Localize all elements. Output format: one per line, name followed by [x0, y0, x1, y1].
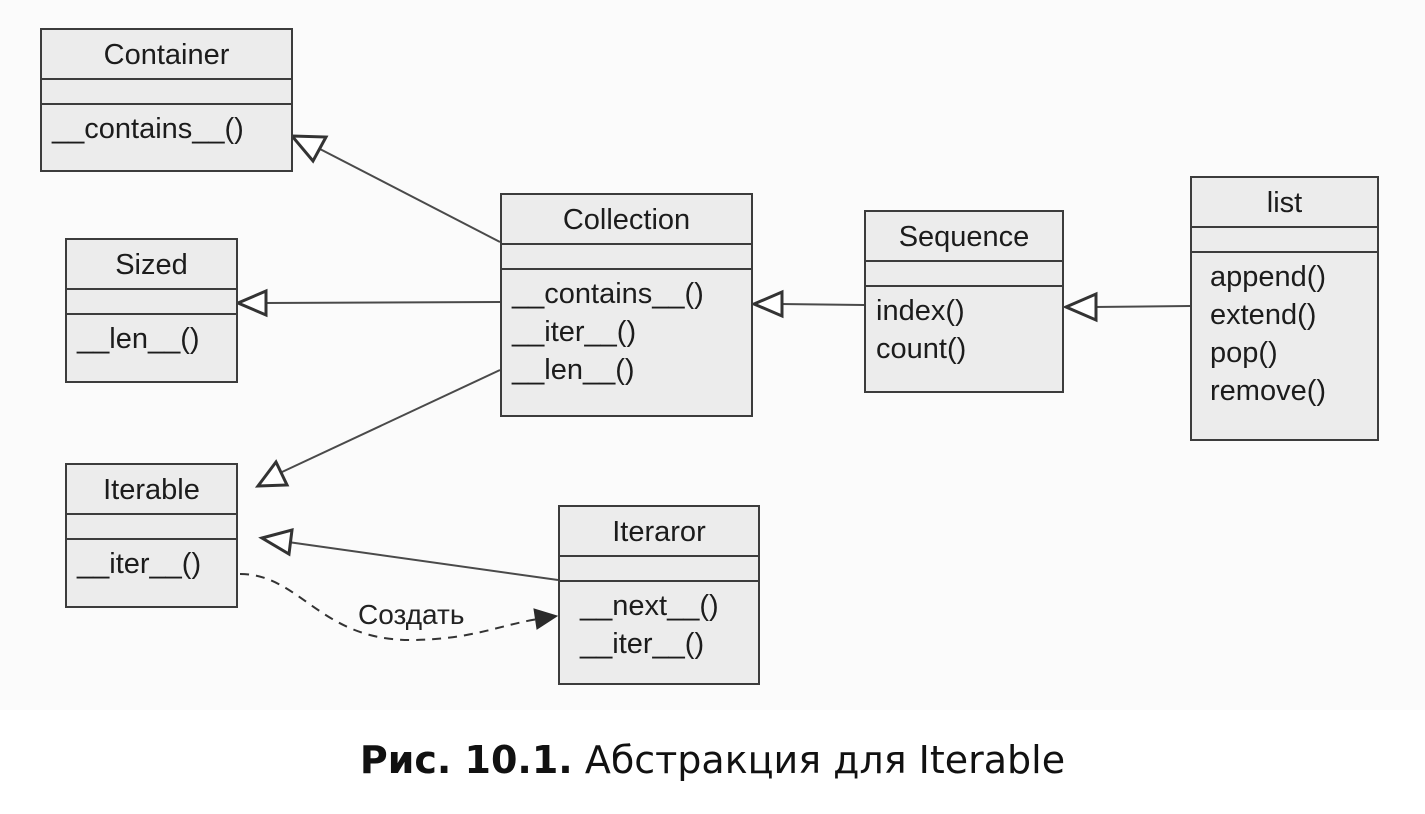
class-iterable: Iterable __iter__() [65, 463, 238, 608]
class-operation: __len__() [512, 354, 635, 386]
inheritance-arrowhead [1062, 291, 1098, 323]
inheritance-arrowhead [288, 134, 329, 164]
class-operation: __iter__() [512, 316, 637, 348]
class-attributes-compartment [42, 80, 291, 105]
inheritance-arrowhead [254, 459, 290, 488]
class-operation: __next__() [580, 590, 719, 622]
figure-caption-text: Абстракция для Iterable [584, 738, 1066, 782]
class-attributes-compartment [866, 262, 1062, 287]
class-operation: __iter__() [77, 548, 202, 580]
class-name: Sized [67, 240, 236, 290]
figure-number: Рис. 10.1. [359, 738, 573, 782]
edge-create-label: Создать [358, 599, 464, 630]
class-operation: __contains__() [52, 113, 244, 145]
edge-collection-to-iterable [281, 369, 501, 473]
class-attributes-compartment [67, 290, 236, 315]
class-attributes-compartment [560, 557, 758, 582]
class-iterator: Iteraror __next__() __iter__() [558, 505, 760, 685]
uml-diagram: Создать Container __contains__() Sized _… [40, 28, 1379, 685]
class-operation: pop() [1210, 337, 1278, 369]
class-operation: index() [876, 295, 965, 327]
class-operations-compartment: __contains__() [42, 105, 291, 148]
edge-sequence-to-collection [779, 303, 865, 306]
class-name: Container [42, 30, 291, 80]
dependency-arrowhead [533, 608, 559, 630]
class-name: list [1192, 178, 1377, 228]
class-operation: __contains__() [512, 278, 704, 310]
class-sequence: Sequence index() count() [864, 210, 1064, 393]
class-name: Iterable [67, 465, 236, 515]
figure-caption: Рис. 10.1. Абстракция для Iterable [0, 738, 1425, 782]
class-attributes-compartment [502, 245, 751, 270]
class-operations-compartment: index() count() [866, 287, 1062, 368]
diagram-edges: Создать [234, 134, 1191, 642]
edge-list-to-sequence [1093, 305, 1191, 308]
edge-collection-to-container [317, 147, 501, 243]
class-name: Iteraror [560, 507, 758, 557]
class-sized: Sized __len__() [65, 238, 238, 383]
class-list: list append() extend() pop() remove() [1190, 176, 1379, 441]
class-operations-compartment: append() extend() pop() remove() [1192, 253, 1377, 410]
class-name: Collection [502, 195, 751, 245]
edge-iterator-to-iterable [287, 541, 559, 581]
class-operations-compartment: __next__() __iter__() [560, 582, 758, 663]
class-operations-compartment: __iter__() [67, 540, 236, 583]
class-attributes-compartment [67, 515, 236, 540]
class-operation: remove() [1210, 375, 1327, 407]
inheritance-arrowhead [750, 289, 784, 319]
class-operations-compartment: __contains__() __iter__() __len__() [502, 270, 751, 389]
class-operation: count() [876, 333, 967, 365]
class-name: Sequence [866, 212, 1062, 262]
edge-create-dependency [239, 573, 539, 642]
class-attributes-compartment [1192, 228, 1377, 253]
class-operation: __len__() [77, 323, 200, 355]
inheritance-arrowhead [258, 527, 294, 557]
class-operation: extend() [1210, 299, 1317, 331]
class-collection: Collection __contains__() __iter__() __l… [500, 193, 753, 417]
class-container: Container __contains__() [40, 28, 293, 172]
inheritance-arrowhead [234, 288, 268, 318]
class-operation: __iter__() [580, 628, 705, 660]
edge-collection-to-sized [263, 301, 501, 304]
class-operation: append() [1210, 261, 1327, 293]
class-operations-compartment: __len__() [67, 315, 236, 358]
